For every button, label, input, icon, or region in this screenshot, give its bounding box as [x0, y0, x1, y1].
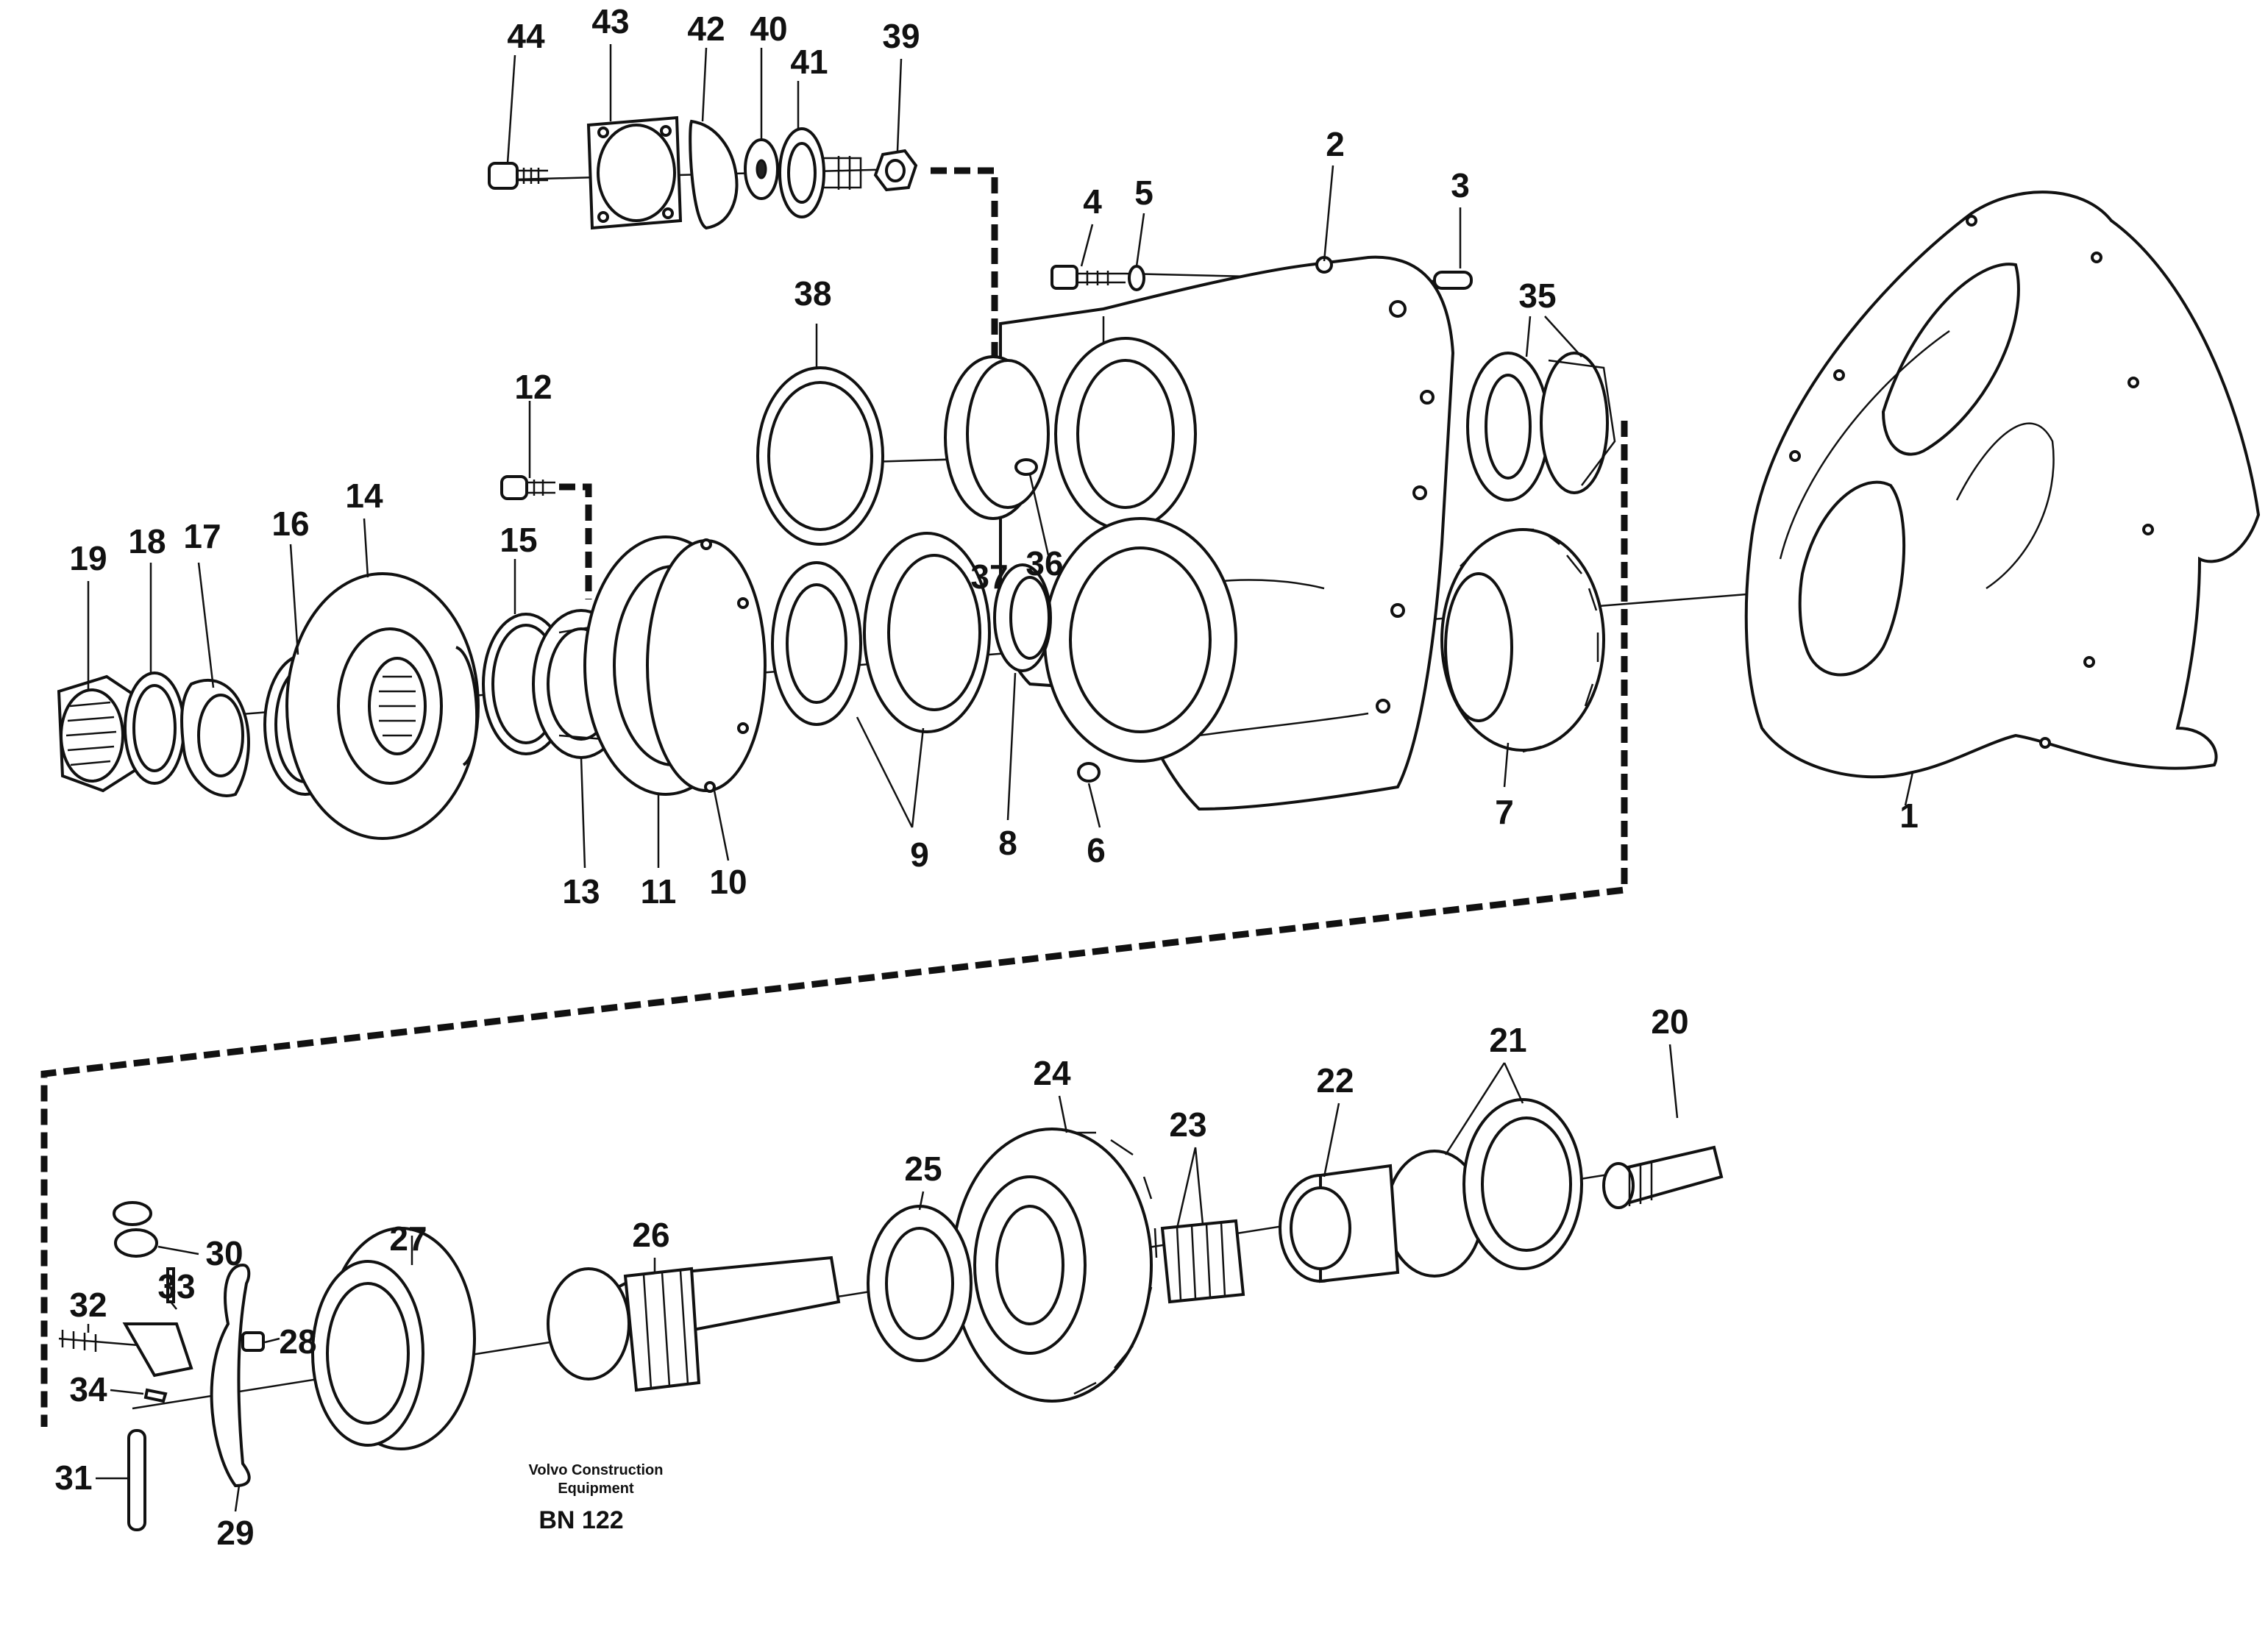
washer-part-25 — [867, 1205, 973, 1362]
pin-part-34 — [143, 1388, 168, 1403]
flange-part-43 — [586, 115, 683, 230]
flange-part-14 — [285, 572, 480, 840]
gasket-part-10 — [646, 538, 767, 793]
gearbox-case-part-2 — [999, 255, 1455, 811]
label-36: 36 — [1025, 544, 1063, 583]
splined-sleeve-part-23 — [1160, 1219, 1245, 1304]
label-43: 43 — [591, 2, 629, 40]
dashed-connector-bolt12 — [559, 483, 592, 599]
bearing-part-9 — [771, 532, 991, 733]
label-3: 3 — [1451, 166, 1470, 204]
label-34: 34 — [69, 1370, 107, 1408]
leader-lines — [87, 44, 1914, 1512]
label-13: 13 — [562, 872, 600, 911]
label-41: 41 — [790, 43, 828, 81]
spring-part-30 — [113, 1201, 158, 1258]
label-29: 29 — [216, 1514, 254, 1552]
label-42: 42 — [687, 10, 725, 48]
shift-rod-part-32 — [58, 1322, 193, 1378]
washer-part-40 — [744, 138, 779, 200]
drawing-code: BN 122 — [538, 1506, 623, 1534]
label-27: 27 — [389, 1219, 427, 1258]
lock-plate-part-17 — [180, 678, 250, 797]
label-17: 17 — [183, 517, 221, 555]
label-4: 4 — [1083, 182, 1102, 221]
label-24: 24 — [1033, 1054, 1071, 1092]
shaft-part-26 — [547, 1255, 841, 1392]
fitting-part-41 — [778, 127, 862, 218]
shift-fork-part-29 — [210, 1263, 251, 1488]
label-21: 21 — [1489, 1021, 1526, 1059]
cover-part-38 — [756, 366, 884, 546]
label-44: 44 — [507, 17, 545, 55]
label-14: 14 — [345, 477, 383, 515]
bolt-part-4 — [1051, 265, 1126, 290]
nut-part-19 — [57, 674, 146, 793]
dashed-connector-top — [40, 167, 1628, 1427]
screw-part-28 — [241, 1331, 265, 1352]
bolt-part-44 — [488, 162, 548, 190]
gear-part-7 — [1440, 528, 1605, 753]
label-19: 19 — [69, 539, 107, 577]
spacer-part-8 — [993, 563, 1052, 672]
credit-block: Volvo Construction Equipment BN 122 — [529, 1462, 664, 1534]
label-23: 23 — [1169, 1105, 1206, 1144]
label-31: 31 — [54, 1458, 92, 1497]
bolt-part-12 — [500, 475, 555, 500]
housing-part-1 — [1744, 190, 2261, 779]
label-30: 30 — [205, 1234, 243, 1272]
cap-part-42 — [689, 119, 739, 230]
label-16: 16 — [271, 505, 309, 543]
label-39: 39 — [882, 17, 920, 55]
credit-line-2: Equipment — [558, 1481, 634, 1497]
label-11: 11 — [641, 872, 677, 911]
coupling-part-27 — [311, 1227, 476, 1450]
label-38: 38 — [794, 274, 831, 313]
label-8: 8 — [998, 824, 1017, 862]
label-9: 9 — [910, 836, 929, 874]
label-32: 32 — [69, 1286, 107, 1324]
label-28: 28 — [279, 1322, 316, 1361]
washer-part-5 — [1128, 265, 1145, 291]
sleeve-part-22 — [1279, 1164, 1400, 1283]
shaft-part-31 — [127, 1429, 146, 1531]
label-15: 15 — [500, 521, 537, 559]
label-40: 40 — [750, 10, 787, 48]
shaft-part-20 — [1602, 1145, 1724, 1209]
label-1: 1 — [1899, 797, 1919, 835]
nut-part-39 — [873, 149, 918, 192]
bearing-part-21 — [1385, 1098, 1583, 1278]
credit-line-1: Volvo Construction — [529, 1462, 664, 1478]
label-26: 26 — [632, 1216, 669, 1254]
pin-part-3 — [1433, 271, 1473, 290]
label-33: 33 — [157, 1267, 195, 1305]
pin-part-33 — [166, 1267, 175, 1303]
part-labels: 1 2 3 4 5 6 7 8 9 10 11 12 13 14 15 16 1… — [54, 2, 1918, 1552]
label-25: 25 — [904, 1150, 942, 1188]
gear-part-24 — [951, 1128, 1158, 1403]
bearing-part-35 — [1466, 352, 1616, 502]
label-20: 20 — [1651, 1002, 1688, 1041]
label-7: 7 — [1495, 793, 1514, 831]
label-2: 2 — [1326, 125, 1345, 163]
label-37: 37 — [970, 558, 1008, 596]
lock-washer-part-18 — [124, 672, 185, 785]
label-5: 5 — [1134, 174, 1153, 212]
label-6: 6 — [1087, 831, 1106, 869]
label-18: 18 — [128, 522, 166, 560]
label-22: 22 — [1316, 1061, 1354, 1100]
pin-part-6 — [1077, 762, 1101, 783]
label-10: 10 — [709, 863, 747, 901]
ring-part-37-36 — [944, 355, 1050, 520]
label-35: 35 — [1518, 277, 1556, 315]
label-12: 12 — [514, 368, 552, 406]
